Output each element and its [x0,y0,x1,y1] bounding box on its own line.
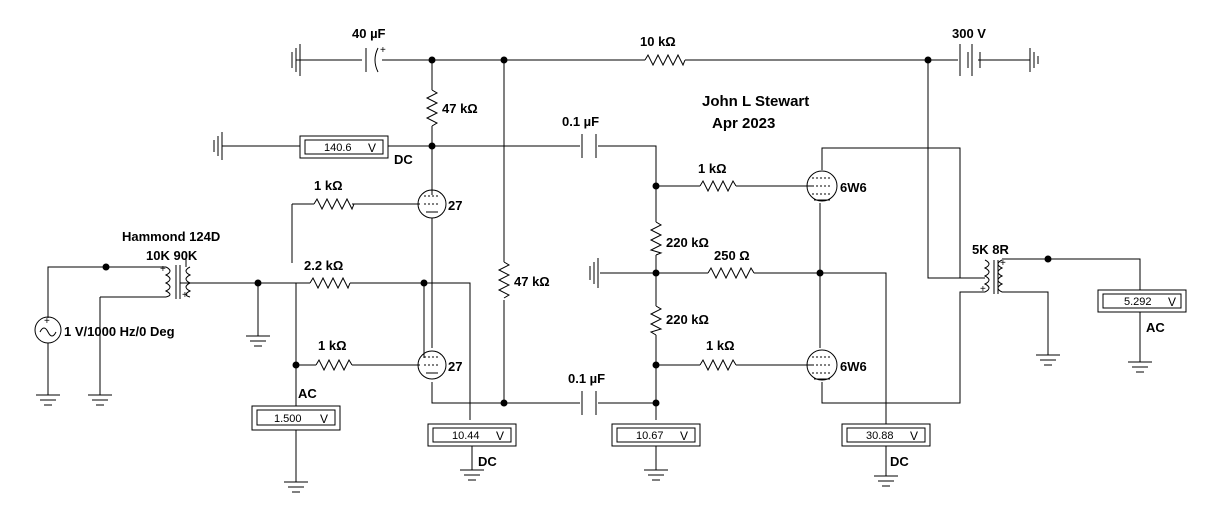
meter-plate-value: 140.6 [324,142,352,154]
capacitor-c-couple-top: 0.1 µF [562,114,599,158]
resistor-r-grid-top-driver: 1 kΩ [313,178,355,211]
resistor-r-plate: 47 kΩ [425,89,478,127]
resistor-r-bias: 250 Ω [707,248,755,280]
resistor-r-cathode: 2.2 kΩ [304,258,351,290]
meter-speaker-value: 5.292 [1124,296,1152,308]
tube-output-bottom-label: 6W6 [840,359,867,374]
meter-cathode: 10.44 V DC [427,423,517,469]
ground-icon [1128,361,1152,373]
r-plate-label: 47 kΩ [442,101,478,116]
r-grid-top-driver-label: 1 kΩ [314,178,343,193]
plus-sign: + [160,264,166,275]
author-date: Apr 2023 [712,115,775,132]
resistor-r-gridleak-bottom: 220 kΩ [649,305,709,336]
ground-icon [1029,48,1039,72]
capacitor-c-supply: + 40 µF [352,26,386,73]
meter-speaker: 5.292 V AC [1097,289,1187,335]
meter-input-value: 1.500 [274,413,302,425]
resistor-r-cathode-load: 47 kΩ [497,261,550,299]
ground-icon [589,258,599,288]
wires [47,59,1141,482]
input-transformer: + + Hammond 124D 10K 90K [122,229,220,301]
author-block: John L Stewart Apr 2023 [702,93,809,132]
meter-bias-unit: V [680,429,688,443]
meter-input: 1.500 V AC [251,386,341,431]
r-grid-bottom-output-label: 1 kΩ [706,338,735,353]
plus-sign: + [182,290,188,301]
r-supply-label: 10 kΩ [640,34,676,49]
r-grid-bottom-driver-label: 1 kΩ [318,338,347,353]
ground-icon [246,335,270,347]
tube-output-top: 6W6 [806,170,867,202]
ground-icon [644,469,668,481]
plus-sign: + [44,316,50,327]
ground-icon [1036,354,1060,366]
meter-plate-unit: V [368,141,376,155]
ac-source: + 1 V/1000 Hz/0 Deg [34,316,175,344]
resistor-r-grid-top-output: 1 kΩ [698,161,737,193]
meter-bias-value: 10.67 [636,430,664,442]
r-gridleak-top-label: 220 kΩ [666,235,709,250]
resistor-r-gridleak-top: 220 kΩ [649,221,709,256]
meter-output-cathode-mode: DC [890,454,909,469]
tube-driver-top: 27 [417,189,462,219]
c-couple-top-label: 0.1 µF [562,114,599,129]
ground-icon [88,394,112,406]
source-label: 1 V/1000 Hz/0 Deg [64,324,175,339]
plus-sign: + [1000,258,1006,269]
r-grid-top-output-label: 1 kΩ [698,161,727,176]
tube-driver-bottom: 27 [417,350,462,380]
input-transformer-name: Hammond 124D [122,229,220,244]
tube-output-top-label: 6W6 [840,180,867,195]
meter-speaker-mode: AC [1146,320,1165,335]
tube-driver-bottom-label: 27 [448,359,462,374]
author-name: John L Stewart [702,93,809,110]
meter-input-unit: V [320,412,328,426]
plus-sign: + [980,284,986,295]
resistor-r-grid-bottom-output: 1 kΩ [699,338,737,372]
meter-cathode-mode: DC [478,454,497,469]
resistors: 10 kΩ 47 kΩ 47 kΩ 1 kΩ 2.2 kΩ 1 kΩ 1 kΩ [304,34,755,372]
tube-driver-top-label: 27 [448,198,462,213]
meter-cathode-unit: V [496,429,504,443]
meter-speaker-unit: V [1168,295,1176,309]
output-transformer: + + 5K 8R [972,242,1009,295]
ground-symbols [36,44,1152,493]
ground-icon [36,394,60,406]
ground-icon [874,475,898,487]
meter-plate: 140.6 V DC [299,135,413,167]
c-supply-label: 40 µF [352,26,386,41]
input-transformer-ratio: 10K 90K [146,248,198,263]
meter-input-mode: AC [298,386,317,401]
resistor-r-supply: 10 kΩ [640,34,686,67]
meter-plate-mode: DC [394,152,413,167]
ground-icon [284,481,308,493]
output-transformer-ratio: 5K 8R [972,242,1009,257]
battery-300v: 300 V [952,26,986,76]
r-cathode-load-label: 47 kΩ [514,274,550,289]
ground-icon [213,132,223,160]
ground-icon [291,44,301,76]
resistor-r-grid-bottom-driver: 1 kΩ [315,338,353,372]
meter-output-cathode-value: 30.88 [866,430,894,442]
r-bias-label: 250 Ω [714,248,750,263]
meter-cathode-value: 10.44 [452,430,480,442]
ground-icon [460,469,484,481]
junction-dots [102,56,1052,407]
meter-output-cathode: 30.88 V DC [841,423,931,469]
plus-sign: + [380,45,386,56]
r-cathode-label: 2.2 kΩ [304,258,343,273]
meter-bias: 10.67 V [611,423,701,447]
r-gridleak-bottom-label: 220 kΩ [666,312,709,327]
capacitor-c-couple-bottom: 0.1 µF [568,371,605,415]
tube-output-bottom: 6W6 [806,349,867,381]
meter-output-cathode-unit: V [910,429,918,443]
c-couple-bottom-label: 0.1 µF [568,371,605,386]
battery-label: 300 V [952,26,986,41]
